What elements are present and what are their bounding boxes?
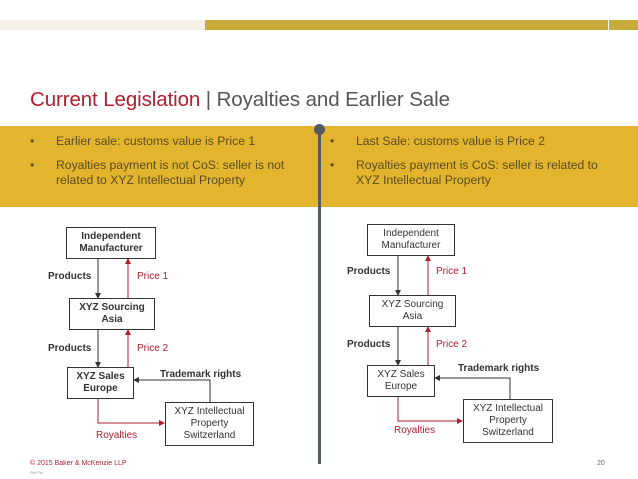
box-ip: XYZ Intellectual Property Switzerland [463, 399, 553, 443]
right-bullet-2: Royalties payment is CoS: seller is rela… [330, 158, 620, 188]
right-bullet-list: Last Sale: customs value is Price 2 Roya… [330, 134, 620, 197]
arrow-royalties [97, 397, 165, 426]
box-sales: XYZ Sales Europe [67, 367, 134, 399]
label-products-1: Products [48, 271, 92, 282]
top-bar-light-segment [0, 20, 205, 30]
left-bullet-list: Earlier sale: customs value is Price 1 R… [30, 134, 310, 197]
box-manufacturer: Independent Manufacturer [66, 227, 156, 259]
diagram-left-arrows [95, 258, 211, 426]
slide-title-separator: | [200, 88, 217, 111]
label-price-1: Price 1 [137, 271, 169, 282]
label-products-1: Products [347, 266, 391, 277]
footer-reference: Ref Pw [30, 470, 43, 475]
right-bullet-1: Last Sale: customs value is Price 2 [330, 134, 620, 149]
label-trademark: Trademark rights [160, 369, 242, 380]
diagram-left: Independent Manufacturer XYZ Sourcing As… [0, 215, 310, 455]
label-products-2: Products [347, 339, 391, 350]
top-accent-bar [0, 17, 638, 33]
diagram-right-arrows [395, 255, 511, 424]
label-price-2: Price 2 [436, 339, 468, 350]
label-royalties: Royalties [394, 425, 436, 436]
box-sourcing: XYZ Sourcing Asia [369, 295, 456, 327]
footer-copyright: © 2015 Baker & McKenzie LLP [30, 460, 127, 467]
slide-title: Current Legislation | Royalties and Earl… [30, 88, 450, 112]
top-bar-tick [608, 17, 609, 33]
label-trademark: Trademark rights [458, 363, 540, 374]
arrow-trademark [133, 377, 211, 402]
box-manufacturer: Independent Manufacturer [367, 224, 455, 256]
label-price-1: Price 1 [436, 266, 468, 277]
box-sourcing: XYZ Sourcing Asia [69, 298, 155, 330]
slide-title-main: Current Legislation [30, 88, 201, 111]
label-products-2: Products [48, 343, 92, 354]
arrow-trademark [434, 375, 511, 399]
slide-title-sub: Royalties and Earlier Sale [216, 88, 450, 111]
diagram-right: Independent Manufacturer XYZ Sourcing As… [310, 215, 630, 455]
page-number: 20 [597, 460, 605, 467]
top-bar-gold-segment [205, 20, 638, 30]
label-price-2: Price 2 [137, 343, 169, 354]
box-ip: XYZ Intellectual Property Switzerland [165, 402, 254, 446]
label-royalties: Royalties [96, 430, 138, 441]
left-bullet-1: Earlier sale: customs value is Price 1 [30, 134, 310, 149]
box-sales: XYZ Sales Europe [367, 365, 435, 397]
column-divider [318, 128, 321, 464]
divider-dot [314, 124, 325, 135]
left-bullet-2: Royalties payment is not CoS: seller is … [30, 158, 310, 188]
arrow-royalties [397, 395, 463, 424]
